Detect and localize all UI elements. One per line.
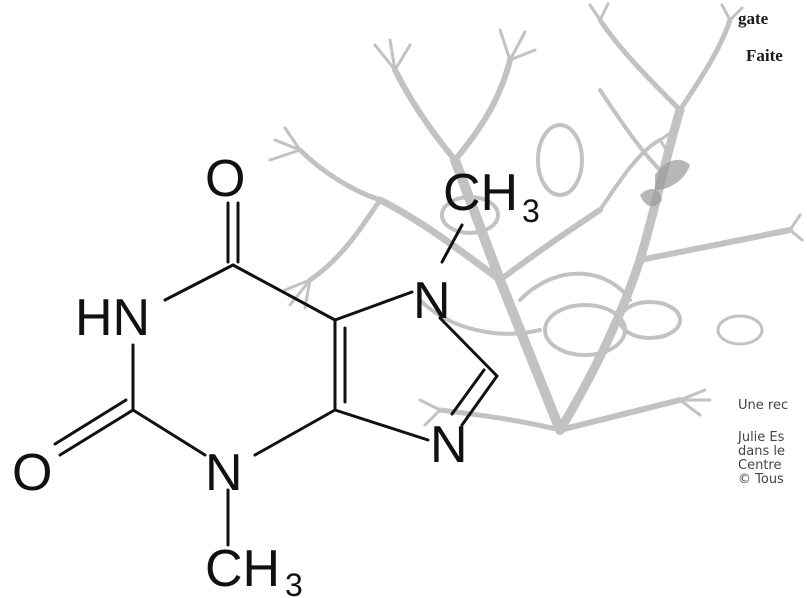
methyl-bottom-subscript: 3	[285, 567, 303, 598]
oxygen-left-label: O	[12, 444, 52, 502]
methyl-top-label: CH	[443, 164, 518, 222]
heading-line-1: gate	[738, 9, 769, 28]
methyl-top-subscript: 3	[522, 193, 540, 229]
oxygen-top-label: O	[205, 150, 245, 208]
hn-label: HN	[75, 289, 150, 347]
methyl-bottom-label: CH	[205, 540, 280, 598]
caption-line-3: Centre	[738, 458, 782, 473]
caption-line-2: dans le	[738, 444, 785, 459]
nitrogen-3-label: N	[205, 444, 243, 502]
nitrogen-9-label: N	[430, 416, 468, 474]
caption-title: Une rec	[738, 398, 789, 413]
nitrogen-7-label: N	[413, 272, 451, 330]
heading-line-2: Faite	[746, 46, 783, 65]
caption-line-4: © Tous	[738, 472, 784, 487]
caption-line-1: Julie Es	[738, 430, 785, 445]
